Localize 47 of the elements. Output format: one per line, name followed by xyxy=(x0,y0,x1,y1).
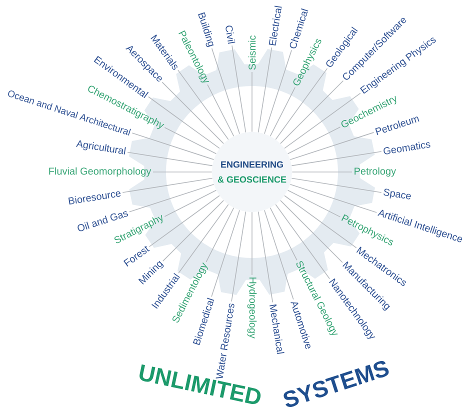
spoke-line xyxy=(270,86,296,137)
spoke-line xyxy=(128,184,214,212)
spoke-line xyxy=(270,207,298,261)
spoke-line xyxy=(275,204,330,280)
spoke-label: Civil xyxy=(226,26,236,44)
spoke-label: Geomatics xyxy=(384,142,430,154)
spoke-line xyxy=(280,80,344,144)
spoke-line xyxy=(264,50,292,134)
spoke-line xyxy=(148,195,220,248)
spoke-line xyxy=(232,45,246,133)
spoke-line xyxy=(178,70,229,140)
spoke-line xyxy=(290,184,377,213)
spoke-line xyxy=(291,178,382,193)
spoke-line xyxy=(206,207,234,262)
spoke-line xyxy=(275,68,328,140)
spoke-line xyxy=(264,210,294,300)
spoke-line xyxy=(211,48,240,134)
spoke-label: Petrology xyxy=(354,167,396,177)
spoke-line xyxy=(231,211,246,302)
spoke-line xyxy=(164,190,217,217)
spoke-line xyxy=(148,96,220,149)
spoke-line xyxy=(287,190,341,218)
spoke-line xyxy=(164,127,217,154)
spoke-label: Hydrogeology xyxy=(247,278,257,338)
spoke-line xyxy=(258,47,272,133)
spoke-line xyxy=(258,211,274,303)
spoke-label: Agricultural xyxy=(76,140,126,154)
spoke-line xyxy=(162,200,224,262)
spoke-label: Electrical xyxy=(268,6,282,46)
spoke-label: Seismic xyxy=(248,35,256,70)
spoke-label: Space xyxy=(384,188,411,200)
spoke-line xyxy=(162,82,224,144)
spoke-line xyxy=(280,200,343,263)
spoke-label: Fluvial Geomorphology xyxy=(49,167,152,177)
spoke-line xyxy=(290,132,374,160)
spoke-line xyxy=(291,151,382,166)
spoke-line xyxy=(211,210,240,297)
spoke-line xyxy=(132,132,214,160)
spoke-line xyxy=(122,178,213,193)
spoke-label: Mechanical xyxy=(270,304,284,354)
spoke-line xyxy=(284,92,361,149)
spoke-line xyxy=(178,204,229,274)
spoke-line xyxy=(207,84,234,137)
spoke-line xyxy=(127,152,213,166)
spoke-line xyxy=(284,195,357,248)
spoke-label: Bioresource xyxy=(68,191,121,204)
spoke-line xyxy=(287,126,341,154)
